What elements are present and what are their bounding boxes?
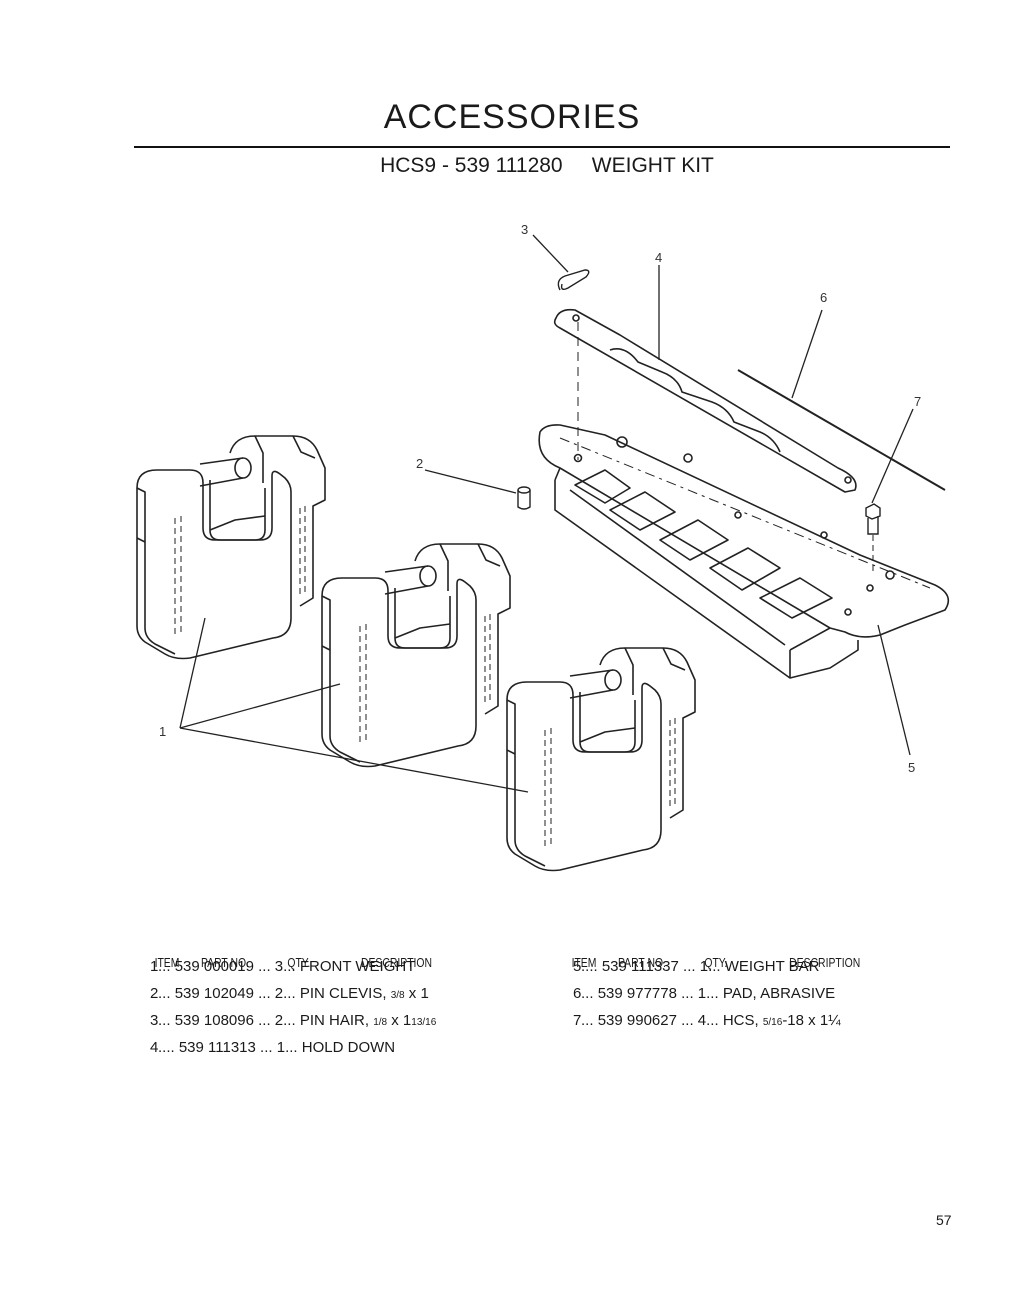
table-row: 5.... 539 111337 ... 1... WEIGHT BAR [573,958,820,975]
table-header: ITEM PART NO. QTY. DESCRIPTION [143,940,432,970]
header-qty: QTY. [704,955,728,970]
table-row: 6... 539 977778 ... 1... PAD, ABRASIVE [573,985,836,1002]
header-part-no: PART NO. [617,955,666,970]
label-7: 7 [914,394,921,409]
label-6: 6 [820,290,827,305]
hex-cap-screw [865,503,881,575]
abrasive-pad [737,369,946,491]
header-description: DESCRIPTION [360,955,433,970]
front-weight-3 [506,647,696,872]
front-weight-1 [136,435,326,660]
title-rule [134,146,950,148]
label-3: 3 [521,222,528,237]
weight-bar [538,424,950,679]
parts-table-left: ITEM PART NO. QTY. DESCRIPTION 1... 539 000… [143,940,504,1066]
label-1: 1 [159,724,166,739]
header-qty: QTY. [287,955,311,970]
front-weight-2 [321,543,511,768]
table-header: ITEM PART NO. QTY. DESCRIPTION [560,940,861,970]
table-row: 1... 539 000019 ... 3... FRONT WEIGHT [150,958,416,975]
header-item: ITEM [571,955,597,970]
leader-lines [179,234,914,793]
label-5: 5 [908,760,915,775]
hold-down [553,308,857,493]
parts-diagram: 1 2 3 4 5 6 7 [136,222,950,872]
pin-hair [557,269,590,291]
table-row: 2... 539 102049 ... 2... PIN CLEVIS, 3/8… [150,985,429,1002]
table-row: 3... 539 108096 ... 2... PIN HAIR, 1/8 x… [150,1012,437,1029]
header-item: ITEM [154,955,180,970]
table-row: 4.... 539 111313 ... 1... HOLD DOWN [150,1039,396,1056]
label-2: 2 [416,456,423,471]
page-title: ACCESSORIES [383,98,641,136]
pin-clevis [517,486,531,510]
header-description: DESCRIPTION [789,955,861,970]
parts-table-right: ITEM PART NO. QTY. DESCRIPTION 5.... 539 11… [560,940,935,1039]
header-part-no: PART NO. [200,955,249,970]
page-subtitle: HCS9 - 539 111280 WEIGHT KIT [380,154,714,177]
label-4: 4 [655,250,662,265]
table-row: 7... 539 990627 ... 4... HCS, 5/16-18 x … [573,1012,841,1029]
page-number: 57 [936,1212,952,1228]
